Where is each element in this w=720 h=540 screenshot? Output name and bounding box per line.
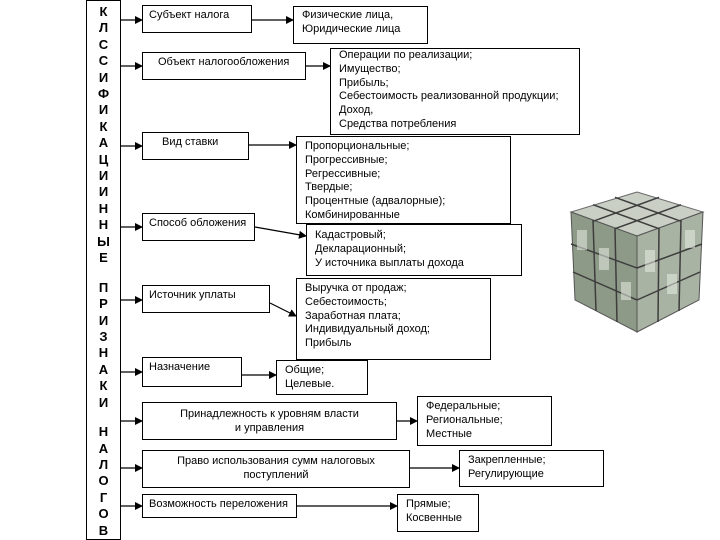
- side-letter: К: [99, 118, 108, 134]
- feature-rate: Вид ставки: [142, 132, 249, 160]
- feature-object: Объект налогообложения: [142, 52, 306, 80]
- values-source: Выручка от продаж; Себестоимость; Зарабо…: [296, 278, 491, 360]
- arrow-method-values: [254, 226, 307, 239]
- feature-shiftability: Возможность переложения: [142, 494, 297, 518]
- side-letter: В: [98, 522, 109, 538]
- side-letter: Н: [98, 424, 109, 440]
- side-letter: Н: [98, 345, 109, 361]
- side-letter: Л: [98, 456, 109, 472]
- side-letter: О: [98, 473, 109, 489]
- classification-side-label: К Л С С И Ф И К А Ц И И Н Н Ы Е П Р И З …: [86, 0, 121, 540]
- side-letter: Ы: [97, 233, 110, 249]
- side-letter: И: [98, 312, 109, 328]
- side-letter: И: [98, 394, 109, 410]
- arrow-source-values: [269, 302, 297, 317]
- feature-source: Источник уплаты: [142, 285, 270, 313]
- feature-subject: Субъект налога: [142, 5, 252, 33]
- values-subject: Физические лица, Юридические лица: [293, 6, 428, 44]
- values-usage-right: Закрепленные; Регулирующие: [459, 450, 604, 487]
- side-letter: Г: [99, 489, 108, 505]
- side-letter: Н: [98, 200, 109, 216]
- side-letter: Ф: [97, 86, 110, 102]
- side-letter: Ц: [98, 151, 109, 167]
- values-rate: Пропорциональные; Прогрессивные; Регресс…: [296, 136, 511, 224]
- feature-method: Способ обложения: [142, 213, 255, 241]
- side-letter: А: [98, 440, 109, 456]
- values-power-level: Федеральные; Региональные; Местные: [417, 396, 552, 446]
- side-letter: О: [98, 506, 109, 522]
- side-letter: К: [99, 4, 108, 19]
- feature-usage-right: Право использования сумм налоговых посту…: [142, 450, 410, 488]
- side-letter: С: [98, 36, 109, 52]
- side-letter: И: [98, 184, 109, 200]
- values-purpose: Общие; Целевые.: [276, 360, 368, 395]
- values-shiftability: Прямые; Косвенные: [397, 494, 479, 532]
- side-letter: Н: [98, 217, 109, 233]
- side-letter: Р: [99, 296, 108, 312]
- side-letter: С: [98, 53, 109, 69]
- side-letter: А: [98, 361, 109, 377]
- side-letter: К: [99, 378, 108, 394]
- money-cube-image: [569, 191, 705, 333]
- side-letter: И: [98, 168, 109, 184]
- side-letter: Л: [98, 20, 109, 36]
- values-method: Кадастровый; Декларационный; У источника…: [306, 224, 522, 276]
- feature-power-level: Принадлежность к уровням власти и управл…: [142, 402, 397, 440]
- side-letter: И: [98, 69, 109, 85]
- side-letter: Е: [99, 250, 108, 266]
- side-letter: И: [98, 102, 109, 118]
- feature-purpose: Назначение: [142, 357, 242, 387]
- values-object: Операции по реализации; Имущество; Прибы…: [330, 48, 580, 135]
- side-letter: П: [98, 279, 109, 295]
- side-letter: З: [99, 328, 108, 344]
- side-letter: А: [98, 135, 109, 151]
